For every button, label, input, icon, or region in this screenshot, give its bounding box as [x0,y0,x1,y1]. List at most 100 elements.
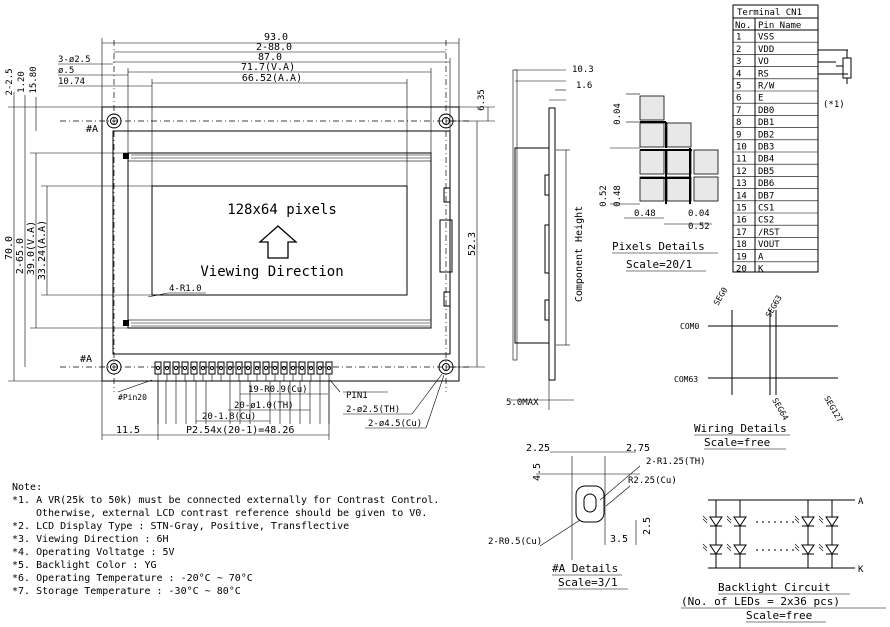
max-height: 5.0MAX [506,398,539,408]
note-line-6: *6. Operating Temperature : -20°C ~ 70°C [12,573,253,584]
dim-15-80: 15.80 [29,66,39,93]
side-view: 10.3 1.6 Component Height 5.0MAX [506,65,594,410]
led-icon [726,515,747,527]
pin-number: 20 [736,265,747,275]
terminal-title: Terminal CN1 [737,8,802,18]
pin-name: VSS [758,33,774,43]
vr-resistor [842,57,852,79]
hd-dim-5: 2-R0.5(Cu) [488,537,542,547]
connector-pin [172,361,180,381]
active-area [151,185,408,296]
mount-hole-th: 2-ø2.5(TH) [346,405,400,415]
hd-dim-6: 3.5 [610,534,628,545]
hole-tag-bottom: #A [80,354,92,365]
bottom-dimensions: #Pin20 PIN1 19-R0.9(Cu) 20-ø1.0(TH) 20-1… [101,373,445,440]
pin-name: RS [758,69,769,79]
pin-name: DB7 [758,191,774,201]
hole-slot-outer [575,485,605,523]
pin-name: DB6 [758,179,774,189]
pin-number: 13 [736,179,747,189]
connector-pin [154,361,162,381]
connector-pin [208,361,216,381]
connector-pin [190,361,198,381]
note-line-4: *4. Operating Voltatge : 5V [12,547,175,558]
seg0-label: SEG0 [712,286,730,307]
dim-70: 70.0 [4,236,15,260]
connector-pin [235,361,243,381]
led-icon [794,543,815,555]
notes-block: Note: *1. A VR(25k to 50k) must be conne… [12,482,439,597]
connector-pin [253,361,261,381]
hd-dim-0: 2.25 [526,443,550,454]
pin-name: DB4 [758,155,774,165]
pin-number: 3 [736,57,741,67]
pin-number: 7 [736,106,741,116]
pixel-dot [639,95,665,121]
dim-87: 87.0 [258,52,282,63]
connector-pin [271,361,279,381]
side-dim-1-6: 1.6 [576,81,592,91]
note-line-3: *3. Viewing Direction : 6H [12,534,169,545]
side-connector [439,219,453,273]
glass-mark-bottom [123,320,129,326]
terminal-row: 20 K [736,265,764,275]
connector-pin [226,361,234,381]
pin-name: VO [758,57,769,67]
led-icon [726,543,747,555]
dim-pitch: P2.54x(20-1)=48.26 [186,425,294,436]
cu-dim: 20-1.8(Cu) [202,412,256,422]
viewing-direction-label: Viewing Direction [200,264,343,280]
backlight-circuit: A K Backlight Circuit (No. of LEDs = 2x3… [681,497,886,623]
pin-number: 8 [736,118,741,128]
dim-66-52: 66.52(A.A) [242,73,302,84]
seg63-label: SEG63 [764,293,784,319]
pin-name: DB0 [758,106,774,116]
pin-name: VOUT [758,240,780,250]
view-inner [127,160,432,321]
led-array [702,500,839,568]
pin-number: 10 [736,143,747,153]
hd-dim-3: 2-R1.25(TH) [646,457,706,467]
terminal-row: 1 VSS [733,33,818,43]
pin-name: DB2 [758,130,774,140]
pin-name: CS1 [758,204,774,214]
connector-pin [244,361,252,381]
dim-10-74: 10.74 [58,77,85,87]
pixel-dim-3: 0.48 [634,209,656,219]
glass-mark-top [123,153,129,159]
pin-number: 17 [736,228,747,238]
pixel-dot [639,176,665,202]
hole-dim: 20-ø1.0(TH) [234,401,294,411]
connector-pin [217,361,225,381]
wiring-scale: Scale=free [704,436,770,449]
connector-pin [289,361,297,381]
backlight-subtitle: (No. of LEDs = 2x36 pcs) [681,595,840,608]
pixel-dot [666,122,692,148]
wiring-details: SEG0 SEG63 COM0 COM63 SEG64 SEG127 Wirin… [674,286,845,450]
dim-6-35: 6.35 [477,89,487,111]
terminal-row: 3 VO [733,57,818,67]
hd-dim-2: 4.5 [532,463,543,481]
connector-pin [307,361,315,381]
front-view: 128x64 pixels Viewing Direction 4-R1.0 #… [60,40,470,424]
terminal-row: 17/RST [733,228,818,238]
note-line-1: *1. A VR(25k to 50k) must be connected e… [12,495,439,506]
node-k-label: K [858,565,864,575]
pin-number: 1 [736,33,741,43]
side-dim-10-3: 10.3 [572,65,594,75]
connector-pin [163,361,171,381]
pin-name: K [758,265,764,275]
pad-dim: 19-R0.9(Cu) [248,385,308,395]
col-pin-name: Pin Name [758,21,801,31]
pin-number: 16 [736,216,747,226]
dim-33-24: 33.24(A.A) [37,220,48,280]
pixels-detail: Pixels Details Scale=20/1 0.04 0.52 0.48… [599,93,719,272]
pin-name: DB5 [758,167,774,177]
connector-pin [199,361,207,381]
pixels-title: Pixels Details [612,240,705,253]
